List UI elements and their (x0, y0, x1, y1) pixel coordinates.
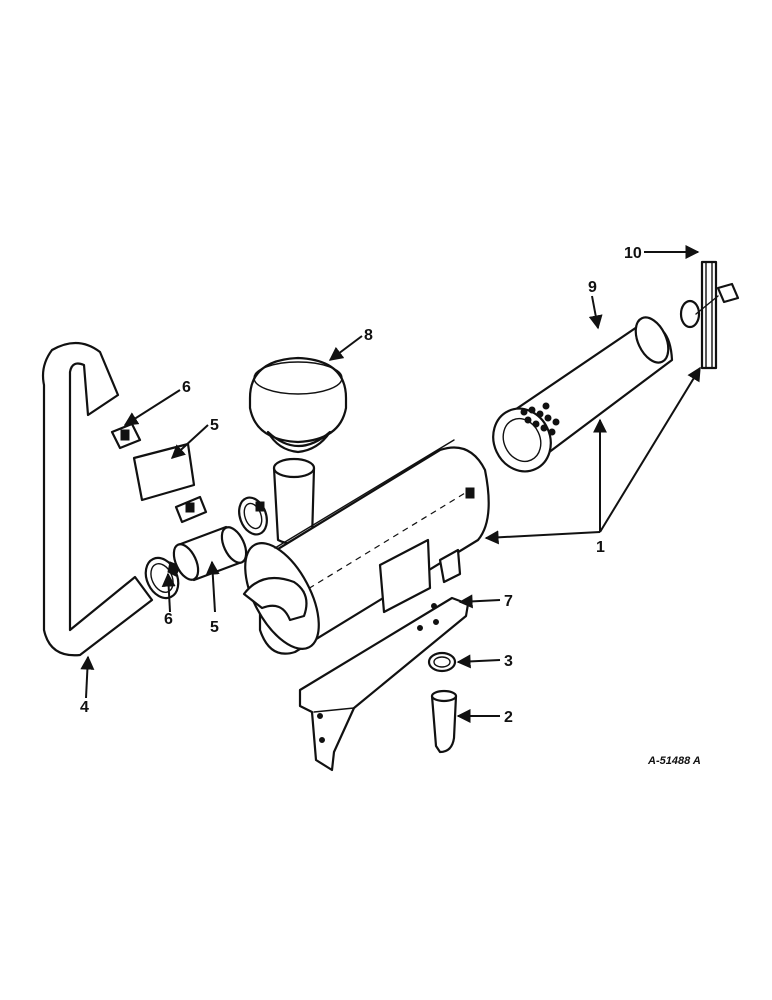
hose-clamp-upper (110, 422, 142, 450)
air-cleaner-body (242, 439, 490, 655)
leader-lines (80, 245, 701, 723)
callout-6-upper: 6 (182, 379, 191, 396)
callout-3: 3 (504, 653, 513, 670)
filter-element (492, 316, 674, 473)
callout-9: 9 (588, 279, 597, 296)
callout-5-upper: 5 (210, 417, 219, 434)
callout-5-lower: 5 (210, 619, 219, 636)
callout-4: 4 (80, 699, 89, 716)
wing-nut-bolt (679, 260, 740, 370)
drain-clamp (427, 651, 457, 673)
inlet-hose (41, 341, 154, 657)
callout-2: 2 (504, 709, 513, 726)
callout-7: 7 (504, 593, 513, 610)
inlet-clamp (238, 496, 268, 536)
callout-1: 1 (596, 539, 605, 556)
hose-connector-tube (172, 525, 248, 582)
precleaner-cap (248, 356, 348, 454)
drawing-number: A-51488 A (647, 755, 701, 767)
seal-sheet (132, 442, 196, 502)
callout-8: 8 (364, 327, 373, 344)
dust-valve (430, 689, 458, 754)
callout-10: 10 (624, 245, 642, 262)
hose-clamp-mid (174, 495, 208, 524)
callout-6-lower: 6 (164, 611, 173, 628)
